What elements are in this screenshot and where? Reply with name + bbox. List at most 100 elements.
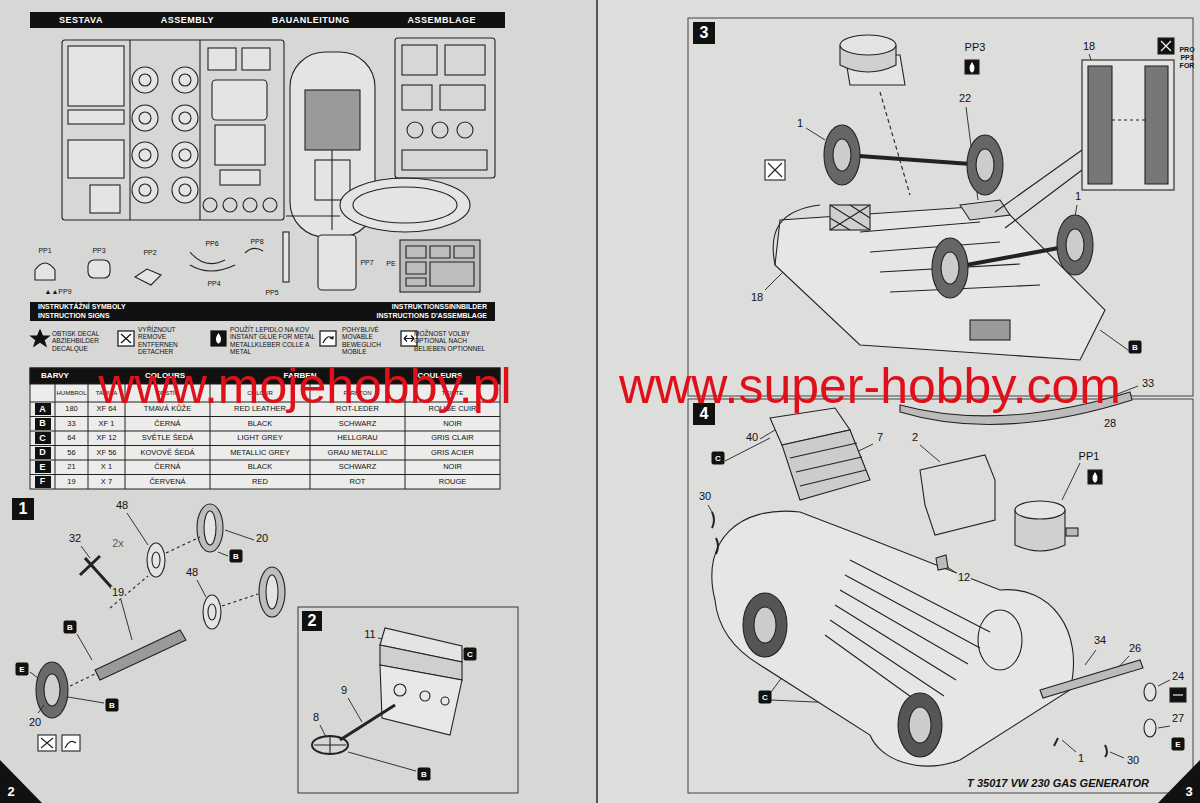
step-1-drawing <box>266 575 278 609</box>
step-4-drawing <box>1066 528 1078 536</box>
step-3-drawing <box>1082 60 1174 190</box>
table-cell: 64 <box>67 434 75 442</box>
table-cell: 33 <box>67 419 75 428</box>
table-cell: ČERNÁ <box>154 462 180 471</box>
watermark: www.mojehobby.pl <box>98 358 511 414</box>
table-cell: BLACK <box>248 463 273 471</box>
table-cell: KOVOVĚ ŠEDÁ <box>140 449 194 457</box>
paint-code: A <box>39 405 46 414</box>
parts-sprue <box>407 122 423 138</box>
callout-number: 20 <box>255 533 269 544</box>
table-cell: NOIR <box>443 463 462 471</box>
parts-sprue <box>179 112 191 124</box>
step-3-drawing <box>1057 215 1093 275</box>
callout-number: 19 <box>111 587 125 598</box>
parts-sprue <box>172 67 198 93</box>
parts-sprue <box>129 40 130 220</box>
paint-code: C <box>712 452 725 465</box>
part-label: PP6 <box>205 240 218 247</box>
paint-code: F <box>40 477 46 486</box>
loose-parts <box>318 235 356 290</box>
step-3-drawing <box>824 125 860 185</box>
step-1-drawing <box>70 537 258 686</box>
callout-number: 26 <box>1128 643 1142 654</box>
symbol-text: POHYBLIVÉ MOVABLE BEWEGLICH MOBILE <box>342 326 381 355</box>
paint-code: B <box>230 550 243 563</box>
callout-number: 12 <box>957 572 971 583</box>
callout-number: 19 <box>112 586 124 598</box>
parts-sprue <box>395 38 495 178</box>
callout-number: 34 <box>1094 634 1106 646</box>
step-4-drawing <box>825 560 990 712</box>
paint-code: D <box>35 447 51 459</box>
callout-number: 7 <box>876 432 884 443</box>
step-4-drawing <box>978 610 1022 670</box>
bar-text: BAUANLEITUNG <box>272 15 350 25</box>
step-3-drawing <box>830 205 870 230</box>
colour-table <box>30 445 500 446</box>
parts-sprue <box>172 177 198 203</box>
symbol-text: OBTISK DECAL ABZIEHBILDER DECALQUE <box>52 330 108 352</box>
step-4-drawing <box>1054 738 1058 746</box>
parts-sprue <box>445 45 485 75</box>
bar-text: INSTRUKTÁŽNÍ SYMBOLY <box>38 303 263 312</box>
step-1-drawing <box>208 604 216 620</box>
bar-text: INSTRUCTIONS D'ASSEMBLAGE <box>263 312 488 321</box>
step-number: 3 <box>693 22 715 44</box>
callout-number: 32 <box>69 532 81 544</box>
paint-code: B <box>1132 343 1138 351</box>
callout-number: 11 <box>364 628 375 640</box>
step-4-drawing <box>712 512 1107 757</box>
callout-number: 2 <box>912 431 918 443</box>
loose-parts <box>35 232 480 292</box>
parts-sprue <box>179 74 191 86</box>
table-cell: GRIS ACIER <box>431 448 474 457</box>
table-header: BARVY <box>41 372 69 380</box>
callout-number: 48 <box>186 566 198 578</box>
colour-table <box>55 384 56 489</box>
callout-number: 48 <box>116 499 128 511</box>
callout-number: 30 <box>1126 755 1140 766</box>
part-label: PRO PP3 FOR <box>1177 46 1197 70</box>
parts-sprue <box>132 142 158 168</box>
parts-sprue <box>432 122 448 138</box>
page-number: 3 <box>1185 785 1192 798</box>
step-3-drawing <box>1145 66 1168 184</box>
callout-number: 9 <box>340 685 348 696</box>
part-label: PRO PP3 FOR <box>1179 46 1194 69</box>
callout-number: 1 <box>1075 190 1081 202</box>
parts-sprue <box>139 112 151 124</box>
parts-sprue <box>223 198 237 212</box>
quantity-note: 2x <box>111 538 125 549</box>
page-corner <box>0 760 1200 803</box>
parts-sprue <box>90 185 120 213</box>
leader-line <box>30 54 1170 771</box>
callout-number: PP1 <box>1079 450 1100 462</box>
step-1-drawing <box>204 511 216 545</box>
step-frames <box>688 18 1193 396</box>
step-2-drawing <box>380 665 462 735</box>
bar-text: ASSEMBLAGE <box>408 15 477 25</box>
table-cell: ROUGE <box>439 478 467 486</box>
callout-number: 7 <box>877 431 883 443</box>
part-label: PP4 <box>207 280 220 287</box>
step-4-drawing <box>1093 473 1097 482</box>
parts-sprue <box>132 105 158 131</box>
paint-code: C <box>759 691 772 704</box>
table-cell: GRIS CLAIR <box>431 433 474 442</box>
table-cell: X 7 <box>101 478 112 486</box>
table-cell: BLACK <box>248 420 273 428</box>
callout-number: 20 <box>28 717 42 728</box>
kit-title: T 35017 VW 230 GAS GENERATOR <box>965 778 1151 789</box>
step-4-drawing <box>743 593 787 657</box>
table-cell: KOVOVĚ ŠEDÁ <box>140 448 194 457</box>
parts-sprue <box>172 105 198 131</box>
part-label: PP4 <box>207 280 220 287</box>
paint-code: B <box>109 701 115 709</box>
page-ground <box>596 0 598 803</box>
paint-code: E <box>39 463 45 472</box>
paint-code: B <box>67 623 73 631</box>
callout-number: 20 <box>256 532 268 544</box>
step-1-drawing <box>197 504 223 552</box>
step-1-drawing <box>62 735 80 751</box>
